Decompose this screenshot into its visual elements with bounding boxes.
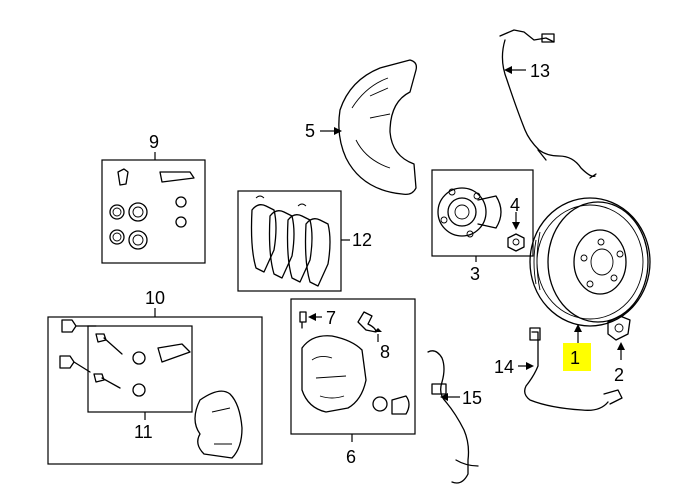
callout-8[interactable]: 8	[380, 342, 390, 362]
part-9-seal-kit[interactable]	[101, 152, 206, 264]
part-6-caliper-assembly[interactable]	[290, 298, 416, 442]
callout-10[interactable]: 10	[145, 288, 165, 308]
callout-1[interactable]: 1	[570, 348, 580, 368]
callout-4[interactable]: 4	[510, 195, 520, 215]
callout-14[interactable]: 14	[494, 357, 514, 377]
part-10-caliper-bracket-kit[interactable]	[47, 308, 263, 465]
part-2-wheel-stud[interactable]	[607, 315, 631, 360]
part-11-bracket-hardware[interactable]	[87, 325, 193, 420]
callout-3[interactable]: 3	[470, 264, 480, 284]
callout-7[interactable]: 7	[326, 308, 336, 328]
callout-6[interactable]: 6	[346, 447, 356, 467]
part-1-brake-rotor[interactable]	[529, 197, 651, 344]
part-14-abs-sensor[interactable]	[518, 327, 623, 411]
callout-9[interactable]: 9	[149, 132, 159, 152]
callout-13[interactable]: 13	[530, 61, 550, 81]
callout-1-highlight	[563, 343, 591, 371]
part-5-dust-shield[interactable]	[320, 59, 418, 196]
callout-15[interactable]: 15	[462, 388, 482, 408]
part-3-hub-assembly[interactable]	[431, 169, 534, 262]
part-15-brake-hose[interactable]	[427, 350, 479, 484]
callout-labels: 1 2 3 4 5 6 7 8 9 10 11 12 13 14 15	[134, 61, 624, 467]
callout-11[interactable]: 11	[134, 422, 153, 442]
callout-12[interactable]: 12	[352, 230, 372, 250]
part-4-hub-nut[interactable]	[507, 212, 525, 252]
part-12-brake-pads[interactable]	[237, 190, 350, 292]
callout-5[interactable]: 5	[305, 121, 315, 141]
callout-2[interactable]: 2	[614, 365, 624, 385]
part-7-bleeder[interactable]	[299, 311, 322, 329]
part-8-clip[interactable]	[357, 311, 382, 342]
part-13-sensor-harness[interactable]	[499, 29, 597, 179]
